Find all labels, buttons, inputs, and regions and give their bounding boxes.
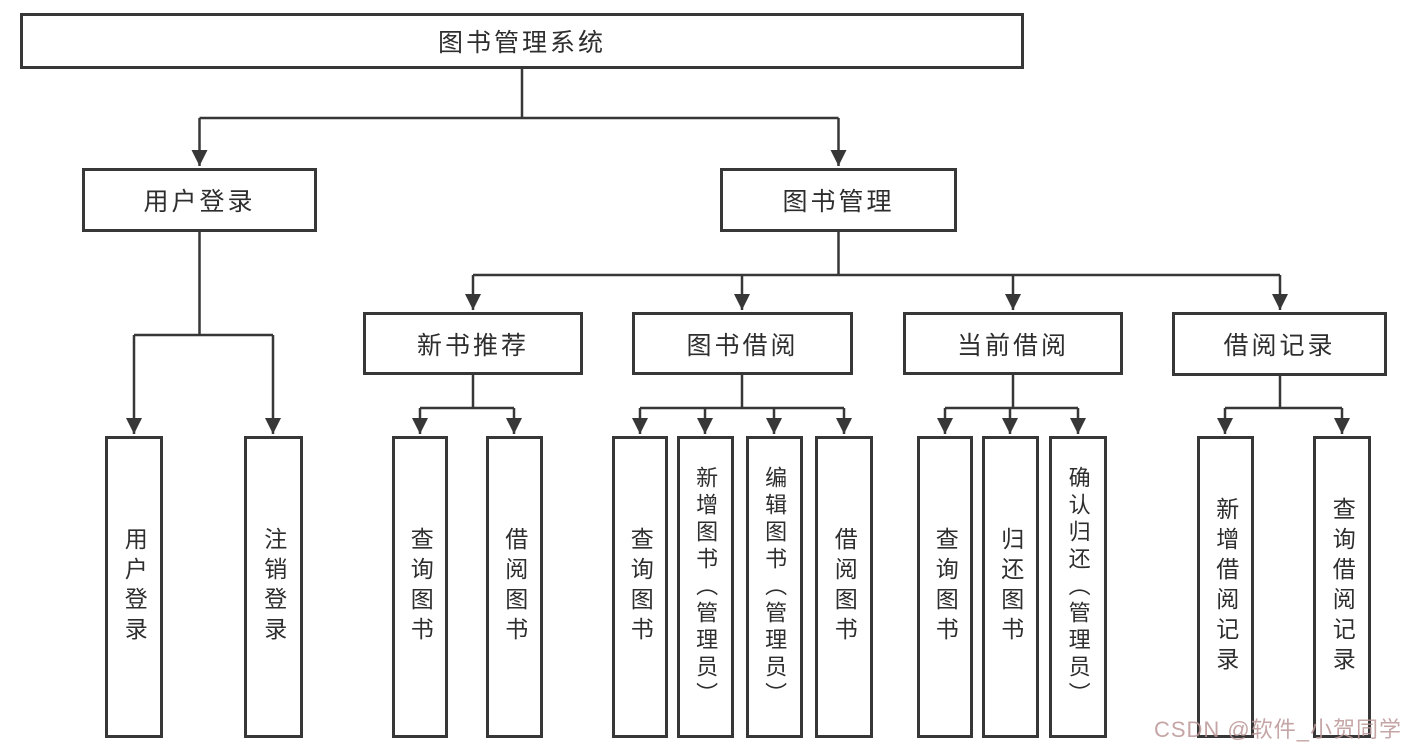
leaf-br-query-record-label: 查询借阅记录 [1329, 497, 1356, 677]
node-user-login-label: 用户登录 [143, 188, 256, 216]
node-root: 图书管理系统 [20, 13, 1024, 69]
leaf-bb-add-books-admin: 新增图书（管理员） [677, 436, 734, 738]
leaf-bb-query-books-label: 查询图书 [627, 527, 654, 647]
node-book-management: 图书管理 [720, 168, 957, 232]
csdn-watermark: CSDN @软件_小贺同学 [1153, 717, 1402, 742]
node-new-book-recommend-label: 新书推荐 [416, 331, 529, 360]
leaf-br-add-record-label: 新增借阅记录 [1212, 497, 1239, 677]
leaf-bb-query-books: 查询图书 [612, 436, 668, 738]
node-borrow-record-label: 借阅记录 [1223, 332, 1336, 360]
leaf-cb-confirm-return-admin-label: 确认归还（管理员） [1065, 465, 1091, 709]
leaf-bb-borrow-books: 借阅图书 [815, 436, 873, 738]
leaf-cb-query-books-label: 查询图书 [932, 527, 959, 647]
leaf-logout-login-label: 注销登录 [260, 527, 287, 647]
leaf-logout-login: 注销登录 [244, 436, 303, 738]
leaf-br-query-record: 查询借阅记录 [1313, 436, 1371, 738]
leaf-bb-edit-books-admin-label: 编辑图书（管理员） [762, 465, 788, 709]
node-current-borrow-label: 当前借阅 [956, 331, 1069, 360]
node-book-borrow-label: 图书借阅 [686, 331, 799, 360]
leaf-nbr-query-books-label: 查询图书 [407, 527, 434, 647]
leaf-user-login-label: 用户登录 [121, 527, 148, 647]
node-borrow-record: 借阅记录 [1172, 312, 1387, 376]
leaf-br-add-record: 新增借阅记录 [1197, 436, 1254, 738]
connector-group [125, 69, 1351, 434]
leaf-cb-return-books-label: 归还图书 [997, 527, 1024, 647]
node-root-label: 图书管理系统 [437, 29, 606, 57]
leaf-nbr-borrow-books-label: 借阅图书 [501, 527, 528, 647]
leaf-bb-edit-books-admin: 编辑图书（管理员） [746, 436, 803, 738]
leaf-bb-add-books-admin-label: 新增图书（管理员） [693, 465, 719, 709]
leaf-user-login: 用户登录 [105, 436, 163, 738]
node-user-login: 用户登录 [82, 168, 317, 232]
node-new-book-recommend: 新书推荐 [363, 312, 583, 375]
leaf-nbr-borrow-books: 借阅图书 [486, 436, 543, 738]
leaf-bb-borrow-books-label: 借阅图书 [831, 527, 858, 647]
leaf-nbr-query-books: 查询图书 [392, 436, 448, 738]
node-book-borrow: 图书借阅 [632, 312, 853, 375]
leaf-cb-confirm-return-admin: 确认归还（管理员） [1049, 436, 1107, 738]
leaf-cb-query-books: 查询图书 [917, 436, 973, 738]
node-current-borrow: 当前借阅 [903, 312, 1123, 375]
leaf-cb-return-books: 归还图书 [982, 436, 1039, 738]
node-book-management-label: 图书管理 [782, 188, 895, 216]
